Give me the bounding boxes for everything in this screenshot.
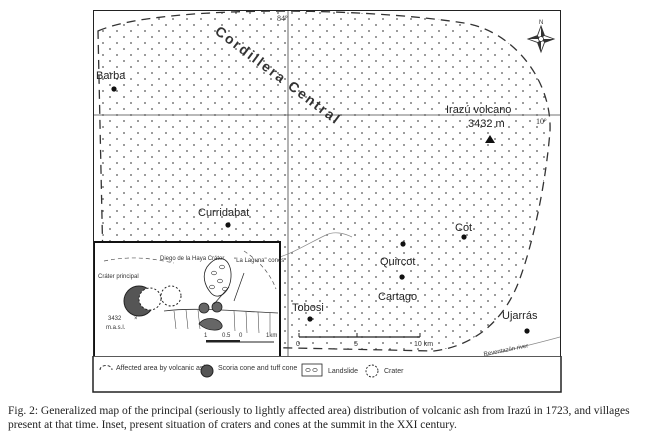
- scale-label-0: 0: [296, 341, 300, 348]
- volcano-name: Irazú volcano: [446, 104, 511, 116]
- inset-diego-de-la-haya: Diego de la Haya Cráter: [160, 256, 224, 262]
- inset-elevation: 3432: [108, 316, 122, 322]
- cartago-marker: [399, 274, 405, 280]
- map-legend: Affected area by volcanic ash Scoria con…: [92, 356, 562, 393]
- cartago-label: Cartago: [378, 291, 417, 303]
- svg-text:×: ×: [134, 316, 138, 322]
- landslide-icon: [301, 363, 323, 377]
- inset-la-laguna: "La Laguna" cones: [234, 258, 284, 264]
- latitude-label: 10º: [536, 117, 547, 126]
- crater-icon: [365, 364, 379, 378]
- river-line: [273, 232, 353, 260]
- inset-crater-principal: Cráter principal: [98, 274, 139, 280]
- cot-marker: [461, 234, 467, 240]
- ash-legend-icon: [99, 365, 113, 371]
- volcano-elevation: 3432 m: [468, 118, 505, 130]
- svg-text:Affected area by volcanic ash: Affected area by volcanic ash: [116, 365, 207, 372]
- scale-label-10: 10 km: [414, 341, 433, 348]
- curridabat-marker: [225, 222, 231, 228]
- summit-inset: × Cráter principal Diego de la Haya Crát…: [94, 241, 284, 359]
- inset-elevation-unit: m.a.s.l.: [106, 325, 126, 331]
- scale-bar: 0 5 10 km: [296, 333, 433, 348]
- tobosi-label: Tobosi: [292, 302, 324, 314]
- curridabat-label: Curridabat: [198, 207, 249, 219]
- legend-landslide: Landslide: [328, 368, 358, 375]
- tobosi-marker: [307, 316, 313, 322]
- ujarras-marker: [524, 328, 530, 334]
- quircot-label: Quircot: [380, 256, 415, 268]
- north-arrow-icon: N: [526, 20, 556, 54]
- scoria-cone-icon: [200, 364, 214, 378]
- svg-text:Scoria cone and tuff cone: Scoria cone and tuff cone: [218, 365, 297, 372]
- inset-scale-0: 0: [239, 333, 243, 339]
- scale-label-5: 5: [354, 341, 358, 348]
- legend-ash: Affected area by volcanic ash: [116, 365, 207, 372]
- map-frame: 84º 10º Cordillera Central N Reventazón …: [93, 10, 561, 360]
- inset-scale-05: 0.5: [222, 333, 231, 339]
- legend-scoria: Scoria cone and tuff cone: [218, 365, 297, 372]
- ash-distribution-map: 84º 10º Cordillera Central N Reventazón …: [94, 11, 560, 359]
- cot-label: Cot: [455, 222, 472, 234]
- inset-scale-1: 1: [204, 333, 208, 339]
- legend-crater: Crater: [384, 368, 404, 375]
- longitude-label: 84º: [277, 14, 288, 23]
- barba-label: Barba: [96, 70, 126, 82]
- inset-scale-1km: 1km: [266, 333, 277, 339]
- figure-caption: Fig. 2: Generalized map of the principal…: [8, 405, 630, 431]
- ujarras-label: Ujarrás: [502, 310, 538, 322]
- north-label: N: [539, 20, 543, 26]
- quircot-marker: [400, 241, 406, 247]
- barba-marker: [111, 86, 117, 92]
- volcano-icon: [485, 135, 495, 143]
